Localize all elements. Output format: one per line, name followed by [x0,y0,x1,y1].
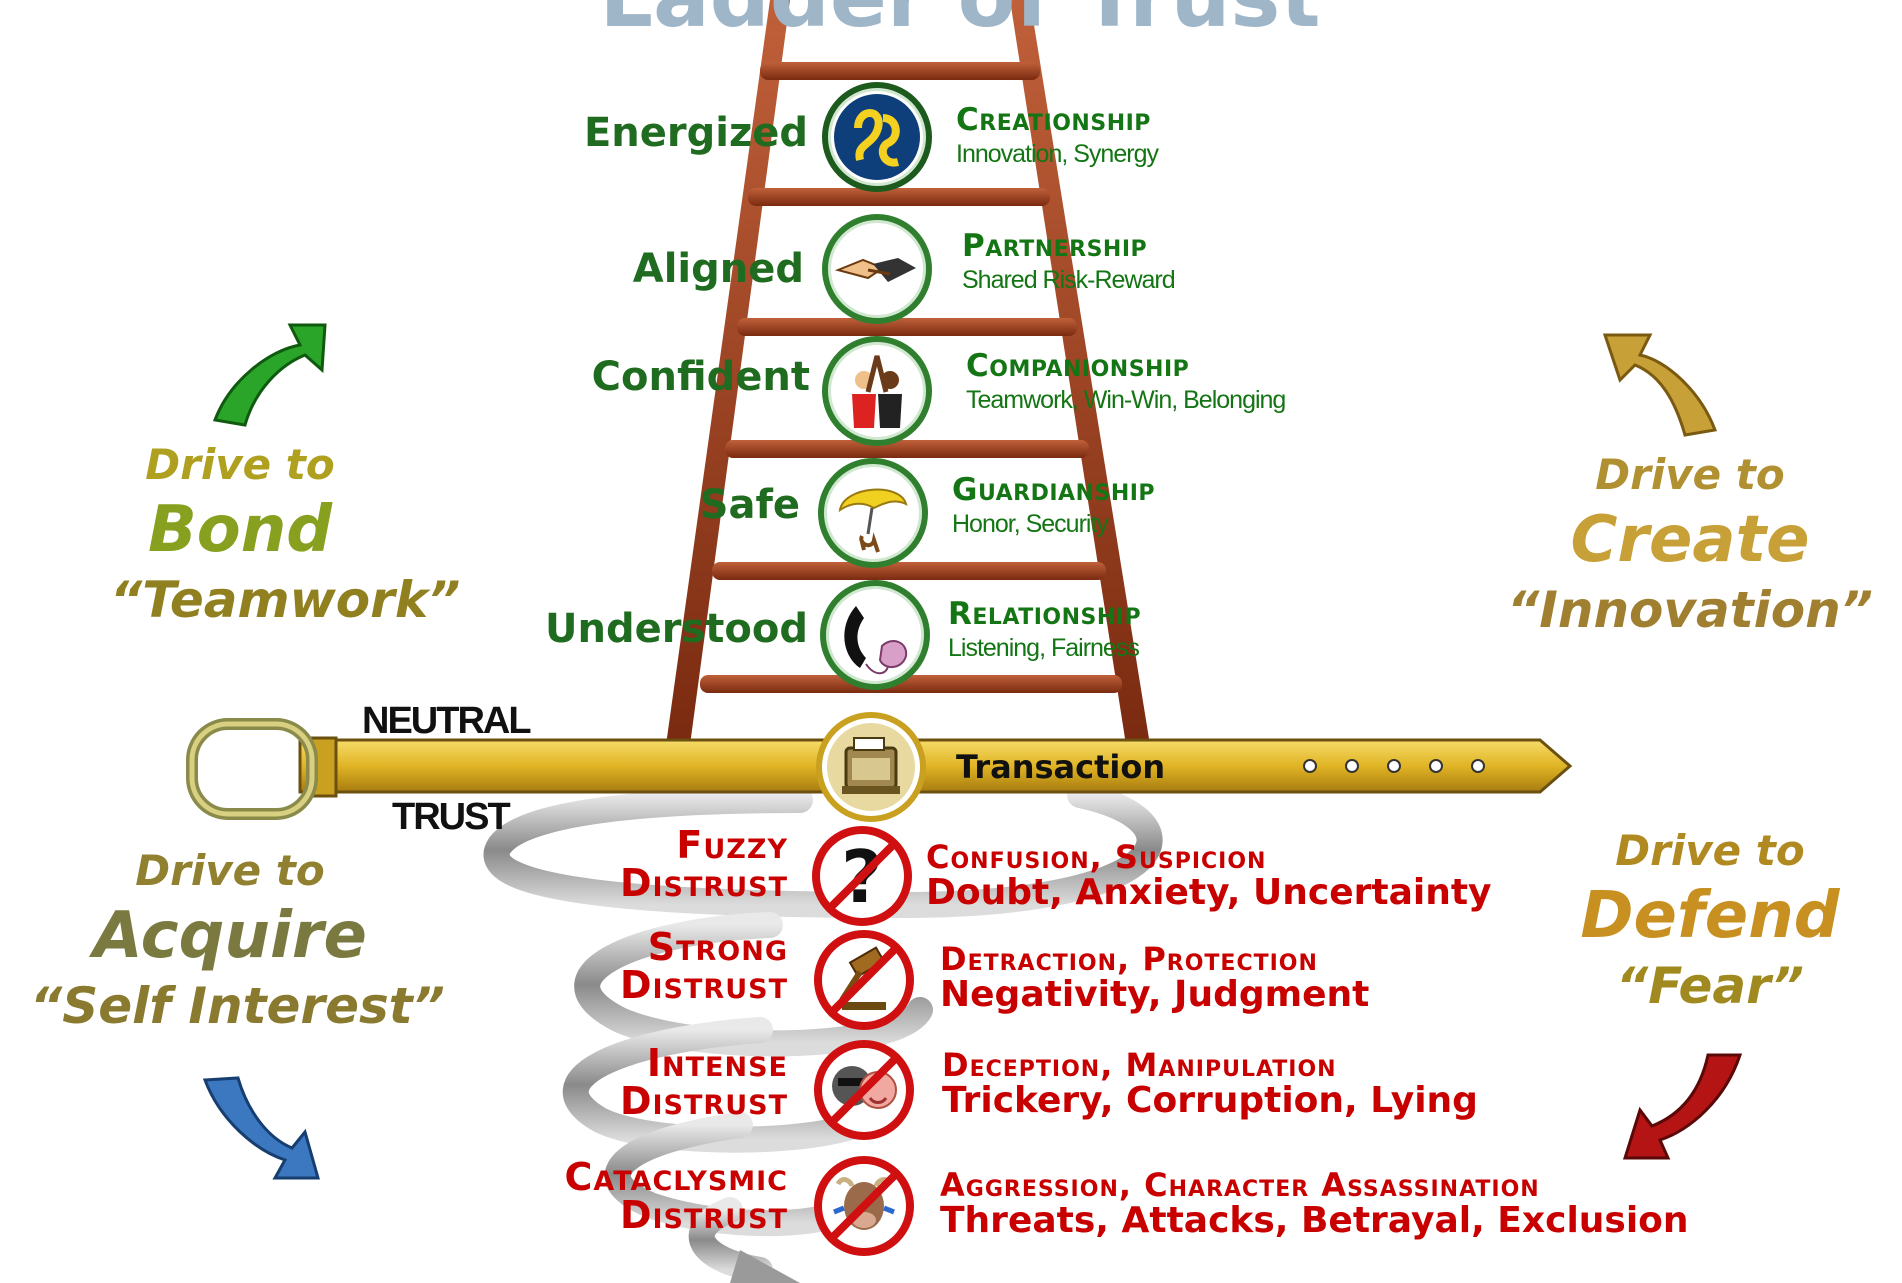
neutral-label: NEUTRAL [362,700,532,742]
heading-creationship: Creationship [956,102,1151,138]
distrust-subtitle-cataclysmic: Threats, Attacks, Betrayal, Exclusion [940,1200,1689,1241]
drive-create-line2: Create [1570,503,1810,577]
drive-acquire-line1: Drive to [135,846,325,895]
transaction-label: Transaction [956,748,1166,786]
distrust-heading-strong: Detraction, Protection [940,940,1318,978]
distrust-heading-cataclysmic: Aggression, Character Assassination [940,1166,1540,1204]
heading-relationship: Relationship [948,596,1142,632]
feeling-aligned: Aligned [632,246,804,292]
trust-belt [186,718,1573,820]
subtitle-relationship: Listening, Fairness [948,634,1140,662]
heading-partnership: Partnership [962,228,1148,264]
distrust-level-strong: Strong Distrust [348,928,788,1004]
feeling-understood: Understood [545,606,808,652]
distrust-level-fuzzy-line2: Distrust [619,861,788,905]
defend-arrow-icon [1622,1053,1743,1160]
feeling-confident: Confident [591,354,810,400]
distrust-level-strong-line2: Distrust [619,963,788,1007]
spiral-arrowhead [730,1250,800,1283]
heading-companionship: Companionship [966,348,1190,384]
distrust-level-intense: Intense Distrust [348,1044,788,1120]
distrust-heading-intense: Deception, Manipulation [942,1046,1337,1084]
drive-bond: Drive to Bond “Teamwork” [110,440,461,629]
gavel-icon [814,930,914,1030]
feeling-safe: Safe [699,482,800,528]
distrust-level-intense-line2: Distrust [619,1079,788,1123]
drive-defend-line2: Defend [1580,879,1840,953]
feeling-energized: Energized [583,110,808,156]
distrust-level-intense-line1: Intense [646,1041,788,1085]
distrust-subtitle-strong: Negativity, Judgment [940,974,1370,1015]
question-mark-icon: ? [812,826,912,926]
drive-create-line1: Drive to [1595,450,1785,499]
drive-acquire-line3: “Self Interest” [30,977,445,1035]
handshake-icon [822,214,932,324]
masks-icon [814,1040,914,1140]
distrust-level-strong-line1: Strong [647,925,788,969]
distrust-heading-fuzzy: Confusion, Suspicion [926,838,1267,876]
subtitle-guardianship: Honor, Security [952,510,1109,538]
ladder [666,0,1150,745]
drive-bond-line2: Bond [147,493,333,567]
drive-create: Drive to Create “Innovation” [1500,450,1880,639]
drive-defend-line1: Drive to [1615,826,1805,875]
raised-hands-icon [822,336,932,446]
creationship-swirl-icon [822,82,932,192]
telephone-icon [820,580,930,690]
angry-bull-icon [814,1156,914,1256]
drive-acquire: Drive to Acquire “Self Interest” [30,846,445,1035]
subtitle-creationship: Innovation, Synergy [956,140,1159,168]
subtitle-partnership: Shared Risk-Reward [962,266,1176,294]
cash-register-icon [816,712,926,822]
page-title: Ladder of Trust [560,0,1360,46]
create-arrow-icon [1602,333,1718,437]
distrust-level-cataclysmic-line2: Distrust [619,1193,788,1237]
subtitle-companionship: Teamwork, Win-Win, Belonging [966,386,1286,414]
drive-bond-line1: Drive to [145,440,335,489]
distrust-subtitle-intense: Trickery, Corruption, Lying [942,1080,1478,1121]
bond-arrow-icon [212,323,327,427]
distrust-level-fuzzy-line1: Fuzzy [676,823,788,867]
distrust-level-fuzzy: Fuzzy Distrust [348,826,788,902]
drive-defend: Drive to Defend “Fear” [1560,826,1860,1015]
distrust-level-cataclysmic-line1: Cataclysmic [564,1155,788,1199]
drive-bond-line3: “Teamwork” [110,571,461,629]
trust-label: TRUST [392,796,511,838]
drive-acquire-line2: Acquire [93,899,367,973]
distrust-subtitle-fuzzy: Doubt, Anxiety, Uncertainty [926,872,1492,913]
distrust-spiral [483,782,1163,1283]
heading-guardianship: Guardianship [952,472,1156,508]
drive-defend-line3: “Fear” [1616,957,1804,1015]
acquire-arrow-icon [202,1076,320,1180]
drive-create-line3: “Innovation” [1507,581,1873,639]
distrust-level-cataclysmic: Cataclysmic Distrust [348,1158,788,1234]
umbrella-icon [818,458,928,568]
